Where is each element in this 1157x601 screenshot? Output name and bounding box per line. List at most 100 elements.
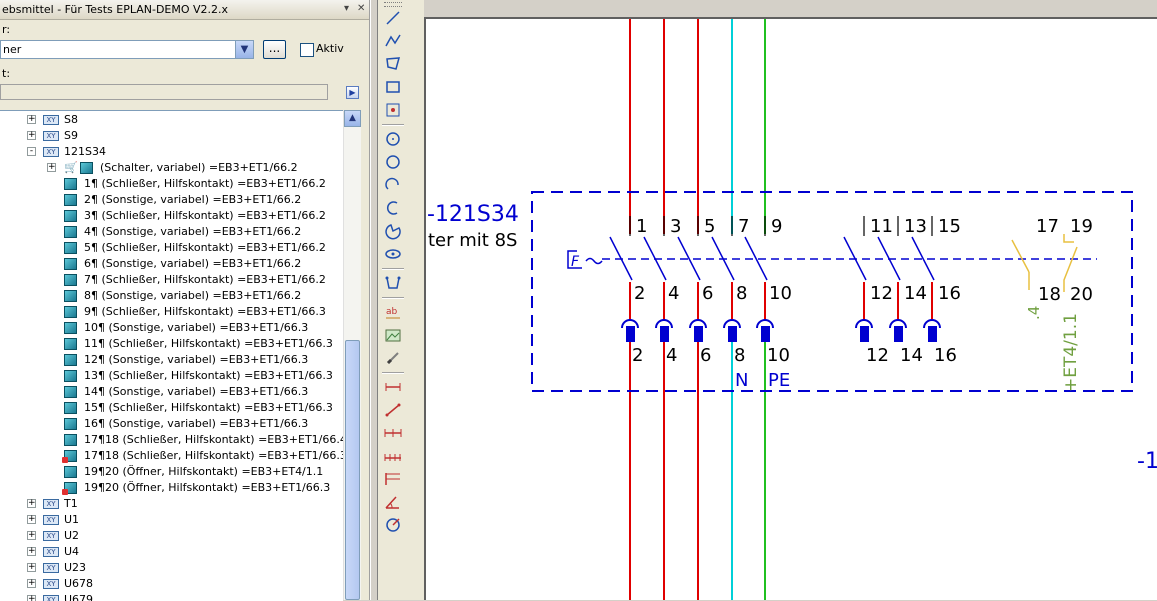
tree-scrollbar[interactable]: ▲ bbox=[343, 110, 361, 600]
contact-19-20-blade bbox=[1063, 234, 1078, 292]
tree-row[interactable]: 14¶ (Sonstige, variabel) =EB3+ET1/66.3 bbox=[0, 384, 343, 400]
expander-icon[interactable]: + bbox=[27, 546, 36, 556]
placement-icon[interactable] bbox=[383, 100, 403, 120]
dimension-aligned-icon[interactable] bbox=[383, 400, 403, 420]
component-icon bbox=[64, 434, 77, 446]
dimension-chain-icon[interactable] bbox=[383, 423, 403, 443]
polyline-icon[interactable] bbox=[383, 31, 403, 51]
filter-combo[interactable]: ner ▼ bbox=[0, 40, 254, 59]
tree-row[interactable]: 13¶ (Schließer, Hilfskontakt) =EB3+ET1/6… bbox=[0, 368, 343, 384]
expander-icon[interactable]: - bbox=[27, 147, 36, 156]
tree-row[interactable]: 11¶ (Schließer, Hilfskontakt) =EB3+ET1/6… bbox=[0, 336, 343, 352]
tree-row[interactable]: 8¶ (Sonstige, variabel) =EB3+ET1/66.2 bbox=[0, 288, 343, 304]
tree-row[interactable]: 6¶ (Sonstige, variabel) =EB3+ET1/66.2 bbox=[0, 256, 343, 272]
tree-row[interactable]: 10¶ (Sonstige, variabel) =EB3+ET1/66.3 bbox=[0, 320, 343, 336]
search-input[interactable] bbox=[0, 84, 328, 100]
image-icon[interactable] bbox=[383, 325, 403, 345]
expander-icon[interactable]: + bbox=[27, 578, 36, 588]
tree-item-label: U4 bbox=[64, 545, 80, 558]
arc-icon[interactable] bbox=[383, 175, 403, 195]
tree-row[interactable]: 17¶18 (Schließer, Hilfskontakt) =EB3+ET1… bbox=[0, 448, 343, 464]
expander-icon[interactable]: + bbox=[27, 595, 36, 601]
device-folder-icon: XY bbox=[43, 579, 59, 589]
expander-icon[interactable]: + bbox=[27, 530, 36, 540]
circle-3pt-icon[interactable] bbox=[383, 152, 403, 172]
terminal-block bbox=[928, 326, 937, 342]
tree-row[interactable]: 2¶ (Sonstige, variabel) =EB3+ET1/66.2 bbox=[0, 192, 343, 208]
tree-row[interactable]: 19¶20 (Öffner, Hilfskontakt) =EB3+ET1/66… bbox=[0, 480, 343, 496]
browse-button[interactable]: ... bbox=[263, 40, 286, 59]
tree-item-label: 2¶ (Sonstige, variabel) =EB3+ET1/66.2 bbox=[84, 193, 302, 206]
expander-icon[interactable]: + bbox=[47, 162, 56, 172]
component-icon bbox=[64, 354, 77, 366]
net-label-n: N bbox=[735, 370, 748, 391]
spline-icon[interactable] bbox=[383, 273, 403, 293]
expander-icon[interactable]: + bbox=[27, 114, 36, 124]
device-folder-icon: XY bbox=[43, 547, 59, 557]
tree-item-label: 19¶20 (Öffner, Hilfskontakt) =EB3+ET1/66… bbox=[84, 481, 331, 494]
toolbar-grip[interactable] bbox=[384, 2, 402, 7]
toolbar-gutter bbox=[408, 0, 424, 600]
apply-filter-button[interactable]: ▶ bbox=[346, 86, 359, 99]
tree-row[interactable]: 15¶ (Schließer, Hilfskontakt) =EB3+ET1/6… bbox=[0, 400, 343, 416]
connection-icon[interactable] bbox=[383, 348, 403, 368]
tree-row[interactable]: + XY U4 bbox=[0, 544, 343, 560]
aux-contact-blade bbox=[843, 236, 867, 281]
rectangle-icon[interactable] bbox=[383, 77, 403, 97]
tree-row[interactable]: 16¶ (Sonstige, variabel) =EB3+ET1/66.3 bbox=[0, 416, 343, 432]
tree-row[interactable]: 17¶18 (Schließer, Hilfskontakt) =EB3+ET1… bbox=[0, 432, 343, 448]
component-icon bbox=[64, 466, 77, 478]
tree-row[interactable]: 9¶ (Schließer, Hilfskontakt) =EB3+ET1/66… bbox=[0, 304, 343, 320]
tree-row[interactable]: 3¶ (Schließer, Hilfskontakt) =EB3+ET1/66… bbox=[0, 208, 343, 224]
dimension-angle-icon[interactable] bbox=[383, 492, 403, 512]
device-tag: -121S34 bbox=[427, 202, 519, 227]
checkbox-box[interactable] bbox=[300, 43, 314, 57]
contact-17-number: 17 bbox=[1036, 216, 1059, 237]
scroll-up-icon[interactable]: ▲ bbox=[344, 110, 361, 127]
tree-row[interactable]: 12¶ (Sonstige, variabel) =EB3+ET1/66.3 bbox=[0, 352, 343, 368]
tree-row[interactable]: 5¶ (Schließer, Hilfskontakt) =EB3+ET1/66… bbox=[0, 240, 343, 256]
polygon-icon[interactable] bbox=[383, 54, 403, 74]
expander-icon[interactable]: + bbox=[27, 130, 36, 140]
scroll-thumb[interactable] bbox=[345, 340, 360, 600]
tree-row[interactable]: 7¶ (Schließer, Hilfskontakt) =EB3+ET1/66… bbox=[0, 272, 343, 288]
tree-item-label: T1 bbox=[64, 497, 78, 510]
actuator-wave bbox=[585, 257, 603, 265]
dimension-increment-icon[interactable] bbox=[383, 446, 403, 466]
dimension-radius-icon[interactable] bbox=[383, 515, 403, 535]
pin-icon[interactable]: ▾ bbox=[344, 3, 350, 14]
line-icon[interactable] bbox=[383, 8, 403, 28]
close-icon[interactable]: ✕ bbox=[357, 3, 366, 14]
arc-3pt-icon[interactable] bbox=[383, 198, 403, 218]
component-icon bbox=[64, 322, 77, 334]
text-icon[interactable]: ab bbox=[383, 302, 403, 322]
circle-icon[interactable] bbox=[383, 129, 403, 149]
dimension-baseline-icon[interactable] bbox=[383, 469, 403, 489]
tree-row[interactable]: 19¶20 (Öffner, Hilfskontakt) =EB3+ET4/1.… bbox=[0, 464, 343, 480]
dimension-linear-icon[interactable] bbox=[383, 377, 403, 397]
component-icon bbox=[64, 194, 77, 206]
tree-row[interactable]: 4¶ (Sonstige, variabel) =EB3+ET1/66.2 bbox=[0, 224, 343, 240]
tree-row[interactable]: +🛒(Schalter, variabel) =EB3+ET1/66.2 bbox=[0, 160, 343, 176]
panel-splitter[interactable] bbox=[370, 0, 378, 600]
ellipse-icon[interactable] bbox=[383, 244, 403, 264]
expander-icon[interactable]: + bbox=[27, 498, 36, 508]
expander-icon[interactable]: + bbox=[27, 514, 36, 524]
component-icon bbox=[64, 290, 77, 302]
chevron-down-icon[interactable]: ▼ bbox=[235, 41, 253, 58]
expander-icon[interactable]: + bbox=[27, 562, 36, 572]
sector-icon[interactable] bbox=[383, 221, 403, 241]
tree-row[interactable]: 1¶ (Schließer, Hilfskontakt) =EB3+ET1/66… bbox=[0, 176, 343, 192]
